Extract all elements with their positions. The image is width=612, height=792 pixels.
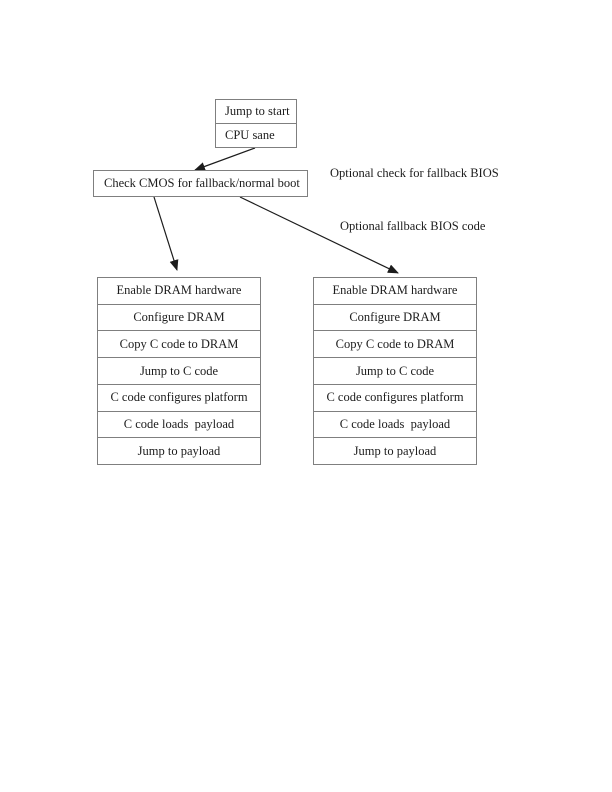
start-box-stack: Jump to start CPU sane [215,99,297,148]
flow-step-jump-to-payload-right: Jump to payload [353,443,437,458]
flow-step-enable-dram-left: Enable DRAM hardware [98,278,260,305]
flow-step-jump-to-payload-left: Jump to payload [137,443,221,458]
flow-step-check-cmos: Check CMOS for fallback/normal boot [93,170,308,197]
flow-step-enable-dram-right: Enable DRAM hardware [314,278,476,305]
annotation-optional-fallback-check: Optional check for fallback BIOS [330,166,499,180]
flow-step-loads-payload-right: C code loads payload [314,412,476,439]
normal-boot-column: Enable DRAM hardware Configure DRAM Copy… [97,277,261,465]
flow-step-jump-to-start: Jump to start [216,100,296,124]
arrow-cmos-to-fallback-boot [239,196,399,274]
flow-step-jump-to-c-code-left: Jump to C code [98,358,260,385]
annotation-optional-fallback-code: Optional fallback BIOS code [340,219,486,233]
flow-step-jump-to-c-code-right: Jump to C code [314,358,476,385]
arrow-cpu-to-cmos [194,147,256,171]
flow-step-copy-c-code-left: Copy C code to DRAM [98,331,260,359]
flow-step-configures-platform-left: C code configures platform [98,385,260,412]
flow-step-configures-platform-right: C code configures platform [314,385,476,412]
arrow-cmos-to-normal-boot [153,196,179,271]
fallback-boot-column: Enable DRAM hardware Configure DRAM Copy… [313,277,477,465]
flow-step-configure-dram-right: Configure DRAM [314,305,476,332]
flow-step-loads-payload-left: C code loads payload [98,412,260,439]
flow-step-configure-dram-left: Configure DRAM [98,305,260,332]
flow-step-cpu-sane: CPU sane [225,128,275,142]
flow-step-copy-c-code-right: Copy C code to DRAM [314,331,476,359]
